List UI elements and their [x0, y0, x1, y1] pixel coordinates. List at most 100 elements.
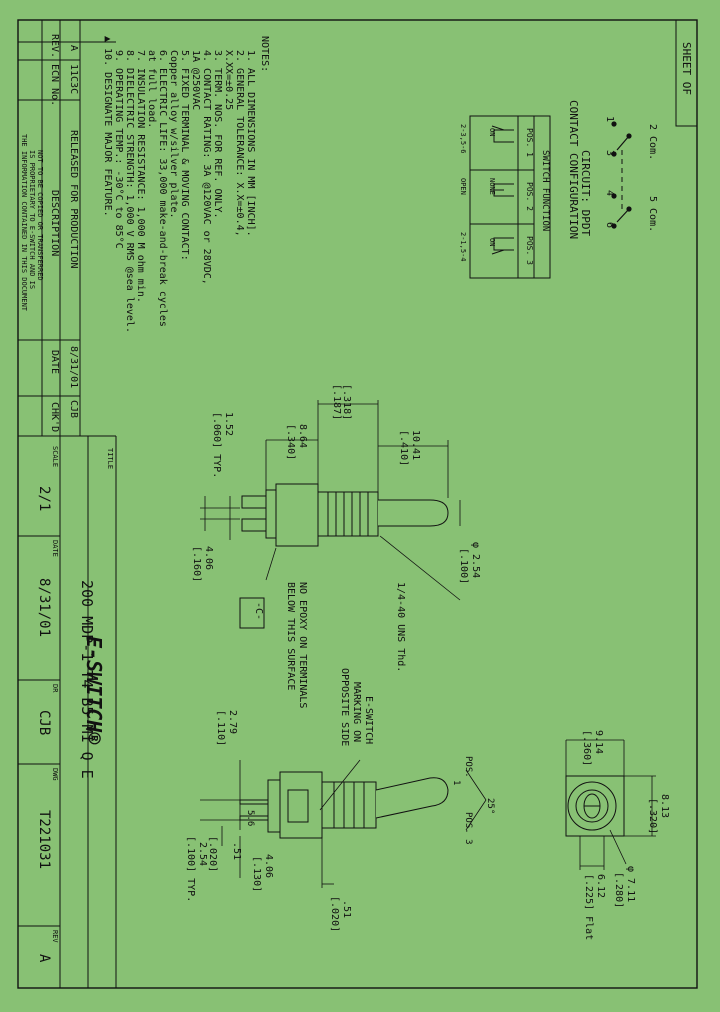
dim-label: 10.41 — [410, 430, 421, 460]
rev-header-chkd: CHK'D — [49, 402, 60, 432]
rev-label: REV — [51, 930, 59, 943]
note-line: 2. GENERAL TOLERANCE: X.X=±0.4, — [234, 50, 245, 237]
dim-label: 9.14 — [593, 730, 604, 754]
dim-label: [.320] — [647, 798, 658, 834]
dim-label: 5.6 — [245, 810, 255, 826]
note-line: 8. DIELECTRIC STRENGTH: 1,000 V RMS @sea… — [124, 50, 135, 333]
dim-label: [.100] TYP. — [185, 836, 196, 902]
dim-label: 6.12 — [595, 874, 606, 898]
notes-heading: NOTES: — [259, 36, 270, 72]
scale-label: SCALE — [51, 446, 59, 467]
note-line: 3. TERM. NOS. FOR REF. ONLY. — [212, 50, 223, 219]
confidential-line-3: NOT TO BE COPIED OR TRANSFERRED — [36, 150, 44, 281]
dim-label: [.360] — [581, 730, 592, 766]
sheet-border — [17, 19, 698, 989]
circuit-configuration: CIRCUIT: DPDT CONTACT CONFIGURATION 2 Co… — [567, 100, 658, 239]
dim-label: 2.54 — [197, 842, 208, 866]
note-line: 9. OPERATING TEMP.: -30°C to 85°C — [113, 50, 124, 249]
note-line: ▲ 10. DESIGNATE MAJOR FEATURE. — [102, 36, 113, 217]
note-line: X.XX=±0.25 — [223, 50, 234, 110]
date-label: DATE — [51, 540, 59, 557]
switch-function-title: SWITCH FUNCTION — [540, 150, 550, 231]
rev-header-ecn: ECN No. — [49, 64, 60, 106]
dim-label: [.060] TYP. — [211, 412, 222, 478]
dim-label: [.020] — [207, 836, 218, 872]
com-label-2: 2 Com. — [647, 124, 658, 160]
terminal-label: 6 — [604, 222, 615, 228]
dim-label: 4.06 — [203, 546, 214, 570]
rev-header-description: DESCRIPTION — [49, 190, 60, 256]
dim-label: [.340] — [285, 424, 296, 460]
angle-label: 25° — [485, 798, 495, 814]
dim-label: 8.13 — [659, 794, 670, 818]
datum-c-box: -C- — [253, 602, 264, 620]
marking-note: E-SWITCH — [363, 696, 374, 744]
pos-header: POS. 1 — [525, 128, 534, 157]
dim-label: φ 7.11 — [625, 866, 636, 902]
switch-function-table: SWITCH FUNCTION POS. 1 POS. 2 POS. 3 ON … — [459, 115, 551, 279]
note-line: 5. FIXED TERMINAL & MOVING CONTACT: — [179, 50, 190, 261]
end-view: 9.14 [.360] 8.13 [.320] φ 7.11 [.280] 6.… — [565, 730, 670, 940]
scale-value: 2/1 — [36, 486, 52, 511]
dr-label: DR — [51, 684, 59, 693]
drawing-title: 200 MDP-1 T4 B5 M1 Q E — [78, 580, 96, 779]
dwg-label: DWG — [51, 768, 59, 781]
function-row1: ON — [488, 238, 496, 246]
note-line: 1. ALL DIMENSIONS IN MM [INCH]. — [245, 50, 256, 237]
function-row1: NONE — [488, 178, 496, 195]
dim-label: .51 — [231, 842, 242, 860]
terminal-label: 3 — [604, 150, 615, 156]
note-line: Copper alloy w/silver plate. — [168, 50, 179, 219]
dim-label: [.410] — [398, 430, 409, 466]
epoxy-note: BELOW THIS SURFACE — [285, 582, 296, 690]
dim-label: [.160] — [191, 546, 202, 582]
revision-table: REV. ECN No. DESCRIPTION DATE CHK'D A 11… — [18, 20, 116, 437]
confidential-line-1: THE INFORMATION CONTAINED IN THIS DOCUME… — [20, 134, 28, 312]
dim-label: [.280] — [613, 872, 624, 908]
pos-header: POS. 3 — [525, 236, 534, 265]
sheet-of-box — [675, 19, 698, 127]
dwg-value: T221031 — [36, 810, 52, 869]
pos-header: POS. 2 — [525, 182, 534, 211]
function-row2: 2-3,5-6 — [459, 124, 467, 154]
dim-label: [.100] — [458, 548, 469, 584]
dim-label: 8.64 — [297, 424, 308, 448]
note-line: 6. ELECTRIC LIFE: 33,000 make-and-break … — [157, 50, 168, 327]
note-line: 7. INSULATION RESISTANCE: 1,000 M ohm mi… — [135, 50, 146, 303]
dim-label: [.110] — [215, 710, 226, 746]
dim-label: [.187] — [331, 384, 342, 420]
marking-note: MARKING ON — [351, 682, 362, 742]
title-block: TITLE 200 MDP-1 T4 B5 M1 Q E E-SWITCH® S… — [18, 436, 117, 988]
circuit-title: CIRCUIT: DPDT — [579, 150, 592, 236]
thread-callout: 1/4-40 UNS Thd. — [395, 582, 406, 672]
terminal-label: 4 — [604, 190, 615, 196]
note-line: 1A @250VAC — [190, 50, 201, 110]
dim-label: φ 2.54 — [470, 542, 481, 578]
rev-header-rev: REV. — [49, 34, 60, 58]
function-row2: OPEN — [459, 178, 467, 195]
marking-note: OPPOSITE SIDE — [339, 668, 350, 746]
rev-row-date: 8/31/01 — [68, 346, 79, 388]
sheet-of-label: SHEET OF — [680, 42, 693, 95]
circuit-subtitle: CONTACT CONFIGURATION — [567, 100, 580, 239]
com-label-5: 5 Com. — [647, 196, 658, 232]
note-line: at full load. — [146, 50, 157, 128]
bottom-view: E-SWITCH MARKING ON OPPOSITE SIDE POS. 1… — [185, 668, 495, 932]
rev-row-ecn: 11C3C — [68, 64, 79, 94]
rev-row-chkd: CJB — [68, 400, 79, 418]
rev-row-rev: A — [68, 45, 79, 51]
dim-label: .51 — [341, 900, 352, 918]
pos-label: 1 — [451, 780, 461, 785]
date-value: 8/31/01 — [36, 578, 52, 637]
rev-row-description: RELEASED FOR PRODUCTION — [68, 130, 79, 268]
dim-label: 4.06 — [263, 854, 274, 878]
title-label: TITLE — [106, 448, 114, 469]
terminal-label: 1 — [604, 116, 615, 122]
rev-value: A — [36, 954, 52, 963]
note-line: 4. CONTACT RATING: 3A @120VAC or 28VDC, — [201, 50, 212, 285]
side-view: [.187] [.318] 10.41 [.410] 8.64 [.340] 1… — [191, 384, 481, 708]
confidential-line-2: IS PROPRIETARY TO E-SWITCH AND IS — [28, 150, 36, 289]
rev-header-date: DATE — [49, 350, 60, 374]
function-row2: 2-1,5-4 — [459, 232, 467, 262]
